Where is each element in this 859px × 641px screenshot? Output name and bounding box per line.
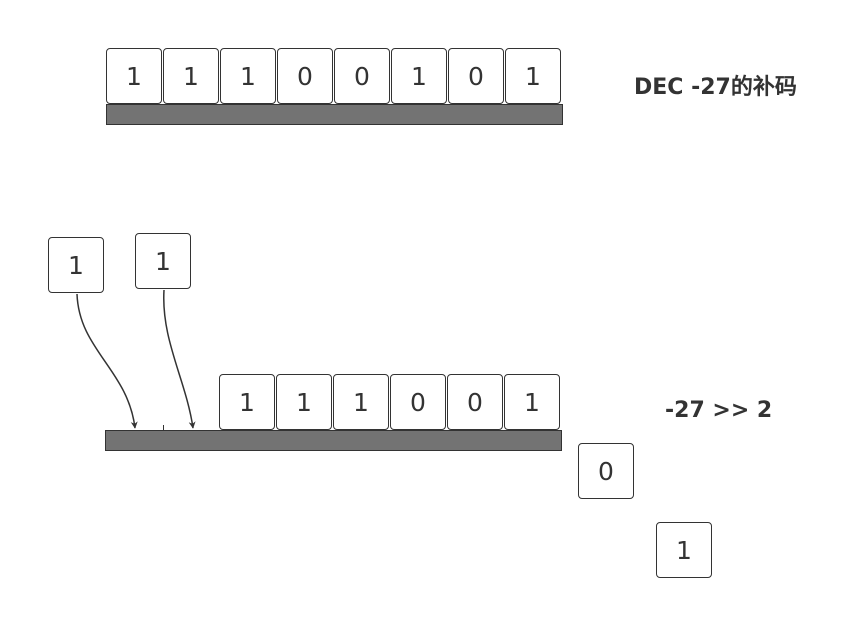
original-bit-cell: 1 [106, 48, 162, 104]
original-bit-cell: 0 [448, 48, 504, 104]
shift-operation-label: -27 >> 2 [665, 398, 773, 423]
original-register-bar [106, 104, 563, 125]
shifted-bit-cell: 1 [333, 374, 389, 430]
shifted-bit-cell: 0 [390, 374, 446, 430]
shifted-bit-cell: 1 [504, 374, 560, 430]
fill-in-bit: 1 [135, 233, 191, 289]
shifted-bit-cell: 1 [276, 374, 332, 430]
original-label: DEC -27的补码 [634, 75, 797, 100]
original-bit-cell: 0 [277, 48, 333, 104]
original-bit-cell: 1 [391, 48, 447, 104]
original-bit-cell: 1 [220, 48, 276, 104]
original-bit-cell: 0 [334, 48, 390, 104]
arrow-connector [76, 293, 138, 429]
arrow-connector [163, 289, 196, 429]
original-bit-cell: 1 [505, 48, 561, 104]
shifted-register-bar [105, 430, 562, 451]
dropped-bit: 1 [656, 522, 712, 578]
dropped-bit: 0 [578, 443, 634, 499]
shifted-bit-cell: 0 [447, 374, 503, 430]
shifted-bit-cell: 1 [219, 374, 275, 430]
original-bit-cell: 1 [163, 48, 219, 104]
fill-in-bit: 1 [48, 237, 104, 293]
